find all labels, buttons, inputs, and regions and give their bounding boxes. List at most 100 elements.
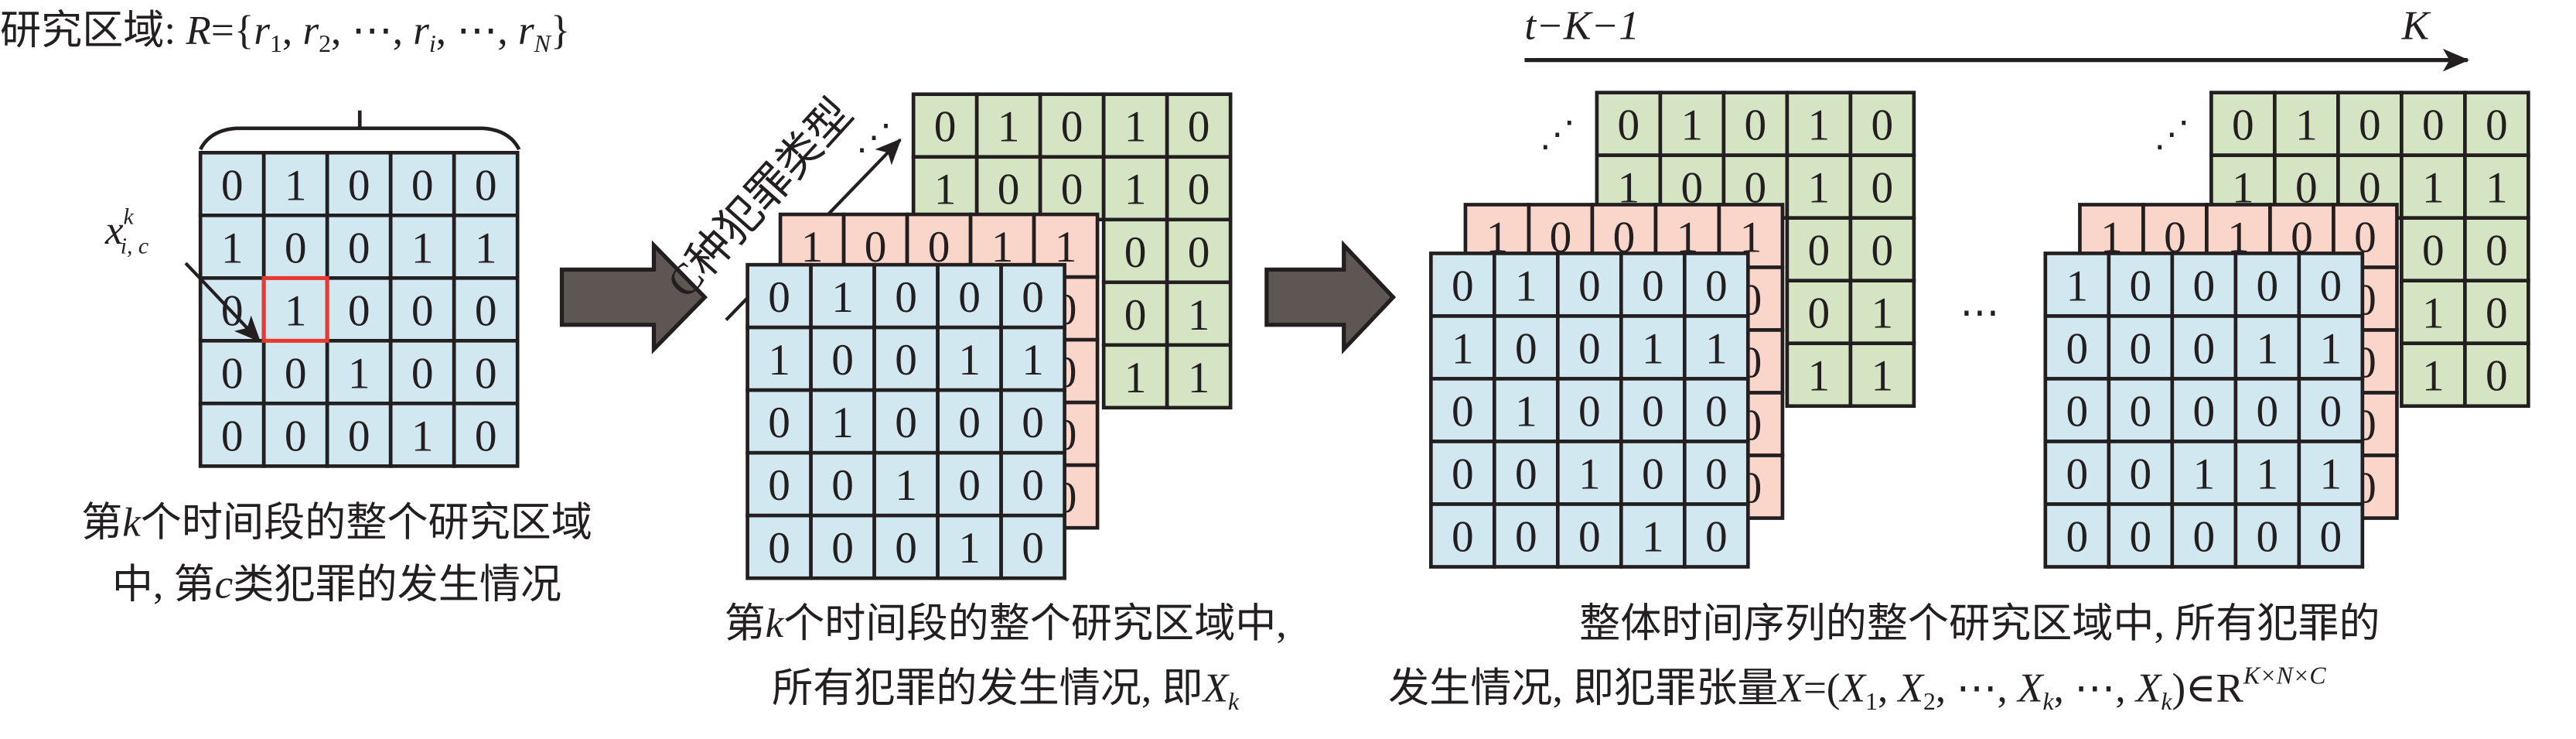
subscript: 1	[1865, 688, 1878, 715]
cell-value: 0	[1515, 450, 1537, 499]
cell-value: 0	[1578, 262, 1601, 311]
equals-paren: =(	[1803, 666, 1841, 711]
matrix-cell: 0	[325, 402, 393, 468]
cell-value: 1	[934, 166, 957, 214]
cell-value: 1	[1188, 291, 1210, 340]
matrix-cell: 0	[2170, 502, 2238, 569]
matrix-cell: 1	[1428, 314, 1496, 381]
matrix-cell: 0	[1492, 314, 1560, 381]
matrix-cell: 0	[2107, 502, 2175, 569]
cell-value: 1	[1871, 352, 1894, 401]
cell-value: 0	[2359, 101, 2381, 150]
cell-value: 1	[958, 524, 981, 573]
cell-box	[1785, 279, 1853, 346]
X-symbol: X	[1777, 666, 1805, 711]
r-symbol: r	[254, 9, 270, 53]
matrix-cell: 0	[1785, 216, 1853, 282]
cell-value: 1	[1124, 103, 1147, 152]
matrix-cell: 0	[1428, 440, 1496, 506]
cell-box	[1428, 502, 1496, 569]
cell-value: 0	[2192, 388, 2215, 436]
matrix-cell: 0	[1492, 502, 1560, 569]
cell-value: 0	[2319, 513, 2342, 562]
cell-value: 0	[2129, 513, 2151, 562]
cell-value: 0	[348, 412, 370, 461]
matrix-cell: 0	[1165, 217, 1233, 285]
matrix-cell: 0	[2209, 91, 2277, 157]
matrix-cell: 0	[388, 276, 456, 343]
cell-box	[1619, 251, 1687, 318]
caption-text: 类犯罪的发生情况	[233, 563, 561, 607]
cell-box	[452, 276, 520, 343]
matrix-cell: 0	[452, 402, 520, 468]
matrix-cell: 1	[1785, 91, 1853, 157]
cell-value: 0	[768, 273, 790, 322]
brace-icon	[199, 110, 521, 151]
cell-value: 0	[1124, 228, 1147, 277]
matrix-cell: 0	[872, 388, 940, 455]
matrix-cell: 0	[1555, 314, 1623, 381]
cell-value: 0	[2192, 513, 2215, 562]
cell-value: 0	[2232, 101, 2254, 150]
matrix-cell: 0	[999, 262, 1066, 330]
cell-value: 1	[1188, 354, 1210, 402]
matrix-cell: 1	[1682, 314, 1750, 381]
cell-box	[1555, 502, 1623, 569]
X-symbol: X	[1839, 666, 1867, 711]
r-symbol: r	[518, 9, 534, 53]
cell-value: 1	[1705, 325, 1728, 374]
matrix-cell: 1	[809, 388, 876, 455]
cell-box	[2170, 440, 2238, 506]
layer-ellipsis: ⋰	[2154, 115, 2190, 155]
time-axis-start-label: t−K−1	[1524, 4, 1639, 49]
matrix-cell: 0	[1619, 377, 1687, 443]
cell-value: 0	[1061, 166, 1083, 214]
matrix-cell: 1	[388, 214, 456, 280]
subscript: 1	[270, 30, 282, 57]
cell-box	[388, 339, 456, 405]
separator: ,	[1878, 666, 1899, 711]
block-arrow-icon	[559, 240, 708, 354]
matrix-cell: 0	[1038, 155, 1106, 222]
single-caption-line2: 中, 第c类犯罪的发生情况	[112, 563, 561, 607]
cell-box	[936, 262, 1003, 330]
cell-value: 1	[831, 399, 854, 447]
highlighted-cell	[261, 275, 329, 343]
matrix-cell: 0	[388, 339, 456, 405]
cell-box	[452, 339, 520, 405]
matrix-cell: 0	[1165, 155, 1233, 222]
separator: ,	[393, 9, 414, 53]
pointer-arrow	[184, 262, 261, 343]
subscript: k	[2161, 688, 2172, 715]
matrix-cell: 0	[2170, 251, 2238, 318]
time-axis-end-label: K	[2401, 4, 2431, 49]
matrix-cell: 0	[325, 214, 393, 280]
matrix-cell: 0	[1555, 502, 1623, 569]
cell-value: 0	[1808, 227, 1830, 275]
matrix-cell: 0	[2043, 377, 2111, 443]
layer-ellipsis: ⋰	[1540, 115, 1576, 155]
matrix-cell: 1	[936, 325, 1003, 392]
cell-value: 0	[2129, 262, 2151, 311]
cell-value: 1	[1642, 513, 1664, 562]
matrix-cell: 0	[2297, 251, 2365, 318]
stack-caption-line1: 第k个时间段的整个研究区域中,	[725, 601, 1287, 646]
cell-value: 0	[2422, 101, 2445, 150]
separator: ,	[331, 9, 352, 53]
subscript: k	[1228, 688, 1240, 715]
cell-value: 0	[1578, 388, 1601, 436]
cell-value: 0	[2486, 227, 2508, 275]
matrix-cell: 0	[2107, 440, 2175, 506]
cell-value: 0	[2129, 450, 2151, 499]
cell-value: 1	[998, 103, 1020, 152]
cell-value: 1	[1578, 450, 1601, 499]
matrix-cell: 0	[452, 276, 520, 343]
matrix-cell: 0	[2400, 91, 2467, 157]
cell-box	[999, 325, 1066, 392]
cell-box	[2273, 91, 2340, 157]
region-label: 研究区域: R={r1, r2, ⋯, ri, ⋯, rN}	[0, 9, 570, 57]
cell-value: 1	[2422, 164, 2445, 213]
cell-box	[1165, 155, 1233, 222]
matrix-cell: 1	[2297, 314, 2365, 381]
cell-value: 0	[831, 461, 854, 510]
